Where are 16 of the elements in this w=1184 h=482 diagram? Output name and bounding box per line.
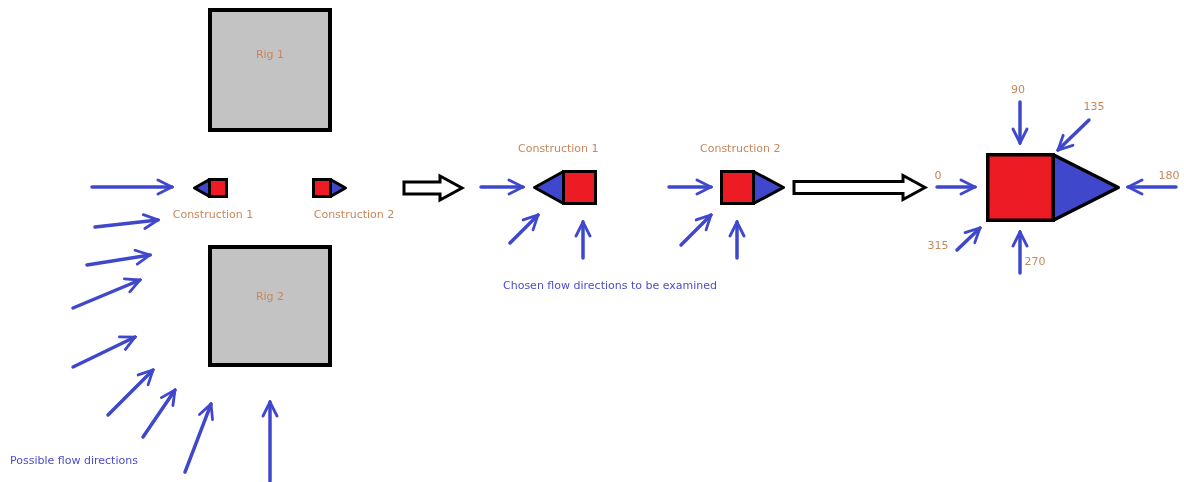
rig-label: Rig 1 — [254, 48, 286, 61]
angle-label: 315 — [927, 239, 949, 252]
block-arrow — [792, 172, 929, 203]
block-arrow — [402, 173, 466, 203]
angle-label: 90 — [1011, 83, 1025, 96]
caption-text: Chosen flow directions to be examined — [503, 279, 718, 292]
caption-text: Possible flow directions — [10, 454, 138, 467]
angle-label: 0 — [934, 169, 942, 182]
construction-label: Construction 2 — [700, 142, 781, 155]
construction-label: Construction 2 — [312, 208, 396, 221]
angle-label: 270 — [1024, 255, 1046, 268]
rig-label: Rig 2 — [254, 290, 286, 303]
angle-label: 180 — [1158, 169, 1180, 182]
angle-label: 135 — [1083, 100, 1105, 113]
construction-label: Construction 1 — [171, 208, 255, 221]
construction-label: Construction 1 — [518, 142, 599, 155]
